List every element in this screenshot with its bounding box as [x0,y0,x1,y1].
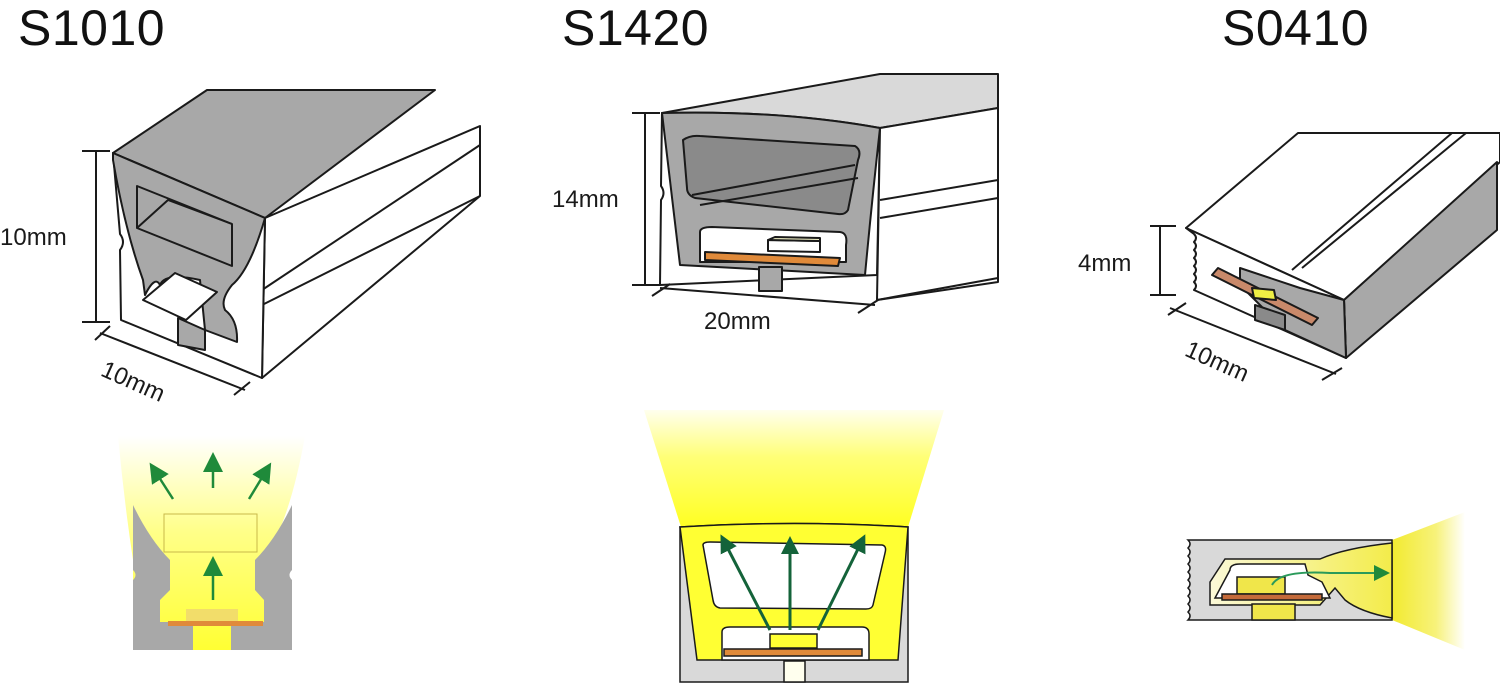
profile-title-s1010: S1010 [18,0,166,56]
s1010-light-section [118,436,305,650]
s1420-profile-3d [632,73,999,314]
s1420-height-label: 14mm [552,186,619,213]
s1420-width-label: 20mm [704,308,771,335]
s0410-profile-3d [1150,132,1500,381]
s1010-profile-3d [82,89,481,396]
s1420-light-section [644,410,944,683]
profile-title-s1420: S1420 [562,0,710,56]
s1010-height-label: 10mm [0,224,67,251]
profile-title-s0410: S0410 [1222,0,1370,56]
s0410-height-label: 4mm [1078,250,1132,277]
s0410-light-section [1186,512,1465,650]
